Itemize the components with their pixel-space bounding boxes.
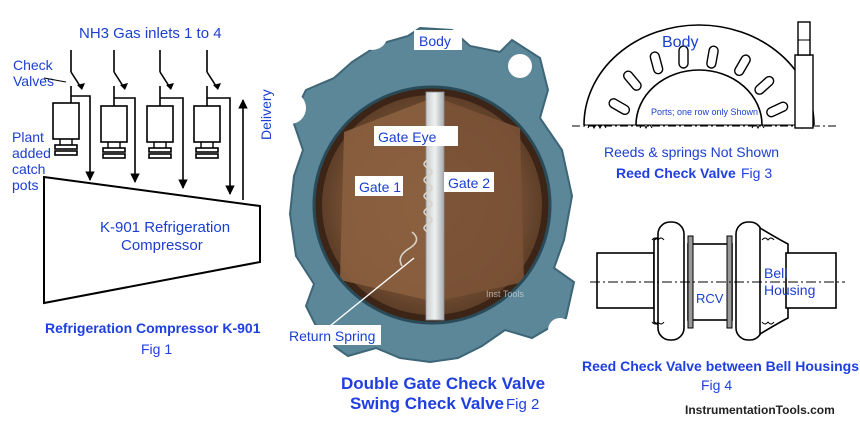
fig1-feed-lines <box>71 95 235 195</box>
fig3-note: Reeds & springs Not Shown <box>604 144 779 160</box>
fig1-inlets-label: NH3 Gas inlets 1 to 4 <box>79 25 222 42</box>
fig4-rcv-label: RCV <box>696 291 724 306</box>
fig1-compressor-label-line1: K-901 Refrigeration <box>100 219 230 236</box>
fig1-fig-label: Fig 1 <box>141 341 172 357</box>
fig4-serration-left-bottom <box>651 321 665 325</box>
fig3-body-inner <box>635 69 763 126</box>
fig2-bore-rim <box>312 85 552 325</box>
fig1-catch-pots-label-line1: Plant <box>12 129 44 145</box>
fig1-pot-legs <box>59 139 214 148</box>
fig4-left-flange <box>657 221 685 341</box>
fig2-gate2-label: Gate 2 <box>448 175 490 191</box>
fig1-catch-pots-label-line4: pots <box>12 177 38 193</box>
fig4-fig-label: Fig 4 <box>701 377 732 393</box>
fig3-caption: Reed Check Valve <box>616 165 736 181</box>
fig2-return-spring <box>399 159 433 267</box>
fig2-gate2-label-box <box>444 172 494 192</box>
fig4-right-pipe <box>785 252 837 309</box>
fig2-gate-eye-label-box <box>374 126 458 146</box>
fig1-compressor-label-line2: Compressor <box>121 237 203 254</box>
fig2-gate-eye-label: Gate Eye <box>378 129 437 145</box>
fig3-ports-label: Ports; one row only Shown <box>651 107 758 117</box>
fig1-refrigeration-compressor: NH3 Gas inlets 1 to 4 Check Valves Plant… <box>12 25 274 357</box>
fig4-serration-right-bottom <box>761 321 775 325</box>
fig1-catch-pots-label-line3: catch <box>12 161 45 177</box>
fig4-serration-left-top <box>651 237 665 241</box>
fig4-caption: Reed Check Valve between Bell Housings <box>582 358 859 374</box>
fig3-body-label: Body <box>662 34 698 51</box>
fig2-gate1-label-box <box>355 176 403 196</box>
fig4-left-pipe <box>596 252 655 309</box>
fig1-inlet-lines <box>70 50 217 106</box>
fig4-right-bell <box>759 226 789 336</box>
fig4-rcv-between-bell-housings <box>590 221 845 341</box>
site-credit: InstrumentationTools.com <box>685 403 835 417</box>
fig2-body-label: Body <box>419 33 451 49</box>
fig3-ports <box>608 45 789 118</box>
fig2-return-spring-label: Return Spring <box>289 328 375 344</box>
fig1-check-valves-label-line1: Check <box>13 57 54 73</box>
fig4-right-flange <box>735 221 763 341</box>
fig4-bell-label-line2: Housing <box>764 282 815 298</box>
fig1-caption: Refrigeration Compressor K-901 <box>45 320 261 336</box>
fig2-gate-left <box>340 100 427 300</box>
fig2-return-spring-label-box <box>285 325 381 345</box>
fig1-compressor-body <box>43 175 261 305</box>
fig2-hinge-pin <box>425 91 445 321</box>
fig1-delivery-label: Delivery <box>258 89 274 140</box>
fig2-watermark: Inst Tools <box>486 289 524 299</box>
fig2-double-gate-check-valve: Body Gate Eye Gate 1 Gate 2 Inst Tools R… <box>274 18 596 413</box>
fig2-gate1-label: Gate 1 <box>359 179 401 195</box>
fig3-reed-check-valve: Body Ports; one row only Shown Reeds & s… <box>572 21 838 181</box>
fig4-bell-label-line1: Bell <box>764 265 787 281</box>
fig1-catch-pots-label-line2: added <box>12 145 51 161</box>
fig4-serration-right-top <box>761 237 775 241</box>
fig1-catch-pots <box>52 102 221 159</box>
fig1-check-valve-arrows <box>77 83 221 90</box>
check-valves-pointer <box>43 77 67 83</box>
fig2-gate-right <box>443 100 524 300</box>
fig2-caption-line2: Swing Check Valve <box>350 394 504 413</box>
fig3-side-stem <box>797 21 811 56</box>
fig2-caption-line1: Double Gate Check Valve <box>341 374 545 393</box>
fig2-return-spring-pointer <box>329 257 415 327</box>
fig2-fig-label: Fig 2 <box>506 396 539 413</box>
fig1-check-valves-label-line2: Valves <box>13 73 54 89</box>
fig3-fig-label: Fig 3 <box>741 165 772 181</box>
fig2-body-label-box <box>414 30 462 50</box>
fig3-side-body <box>794 54 814 129</box>
